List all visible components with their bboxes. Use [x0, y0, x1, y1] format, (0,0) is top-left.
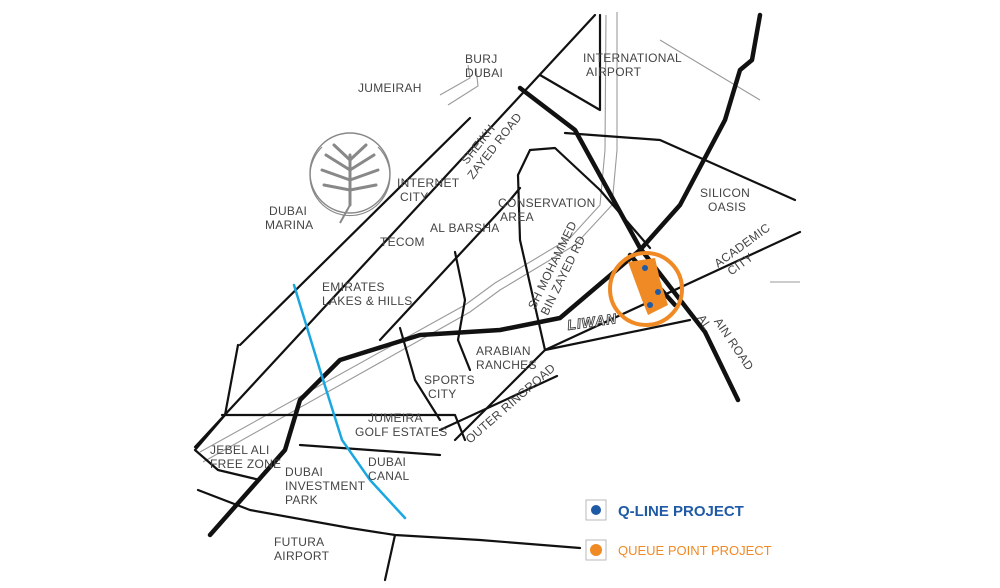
label-emirates-lakes-2: LAKES & HILLS [322, 294, 413, 308]
label-conservation-2: AREA [500, 210, 534, 224]
legend-queue-point: QUEUE POINT PROJECT [585, 539, 772, 561]
dubai-canal-line [292, 283, 407, 520]
label-tecom: TECOM [380, 235, 425, 249]
label-futura-2: AIRPORT [274, 549, 330, 563]
label-arabian-ranches-2: RANCHES [476, 358, 537, 372]
label-internet-city-1: INTERNET [397, 176, 460, 190]
label-arabian-ranches-1: ARABIAN [476, 344, 531, 358]
label-jumeirah: JUMEIRAH [358, 81, 422, 95]
area-labels: JUMEIRAH BURJ DUBAI INTERNATIONAL AIRPOR… [210, 51, 773, 563]
label-sports-city-2: CITY [428, 387, 457, 401]
label-dubai-canal-1: DUBAI [368, 455, 406, 469]
legend-q-line-label: Q-LINE PROJECT [618, 503, 744, 520]
label-outer-ring-road: OUTER RINGROAD [463, 361, 558, 447]
label-burj-dubai-2: DUBAI [465, 66, 503, 80]
label-internet-city-2: CITY [400, 190, 429, 204]
label-dip-3: PARK [285, 493, 318, 507]
label-dubai-marina-2: MARINA [265, 218, 313, 232]
label-sports-city-1: SPORTS [424, 373, 475, 387]
label-jebel-ali-2: FREE ZONE [210, 457, 281, 471]
label-jumeira-golf-2: GOLF ESTATES [355, 425, 448, 439]
q-line-marker-icon [591, 505, 601, 515]
label-burj-dubai-1: BURJ [465, 52, 498, 66]
label-jebel-ali-1: JEBEL ALI [210, 443, 270, 457]
legend-q-line: Q-LINE PROJECT [585, 499, 744, 521]
label-international-airport-2: AIRPORT [586, 65, 642, 79]
label-international-airport-1: INTERNATIONAL [583, 51, 682, 65]
label-silicon-oasis-1: SILICON [700, 186, 750, 200]
project-site-icon [608, 251, 684, 327]
label-conservation-1: CONSERVATION [498, 196, 596, 210]
legend: Q-LINE PROJECT QUEUE POINT PROJECT [585, 499, 772, 561]
legend-queue-point-label: QUEUE POINT PROJECT [618, 543, 772, 558]
label-al-barsha: AL BARSHA [430, 221, 500, 235]
palm-jumeirah-icon [309, 132, 391, 224]
label-futura-1: FUTURA [274, 535, 324, 549]
label-silicon-oasis-2: OASIS [708, 200, 746, 214]
label-dip-1: DUBAI [285, 465, 323, 479]
queue-point-marker-icon [590, 544, 602, 556]
minor-roads [193, 13, 802, 582]
label-dip-2: INVESTMENT [285, 479, 366, 493]
label-dubai-marina-1: DUBAI [269, 204, 307, 218]
label-dubai-canal-2: CANAL [368, 469, 410, 483]
label-liwan: LIWAN [566, 310, 618, 333]
label-jumeira-golf-1: JUMEIRA [368, 411, 423, 425]
label-emirates-lakes-1: EMIRATES [322, 280, 385, 294]
label-al-ain-2: AIN ROAD [711, 315, 756, 373]
